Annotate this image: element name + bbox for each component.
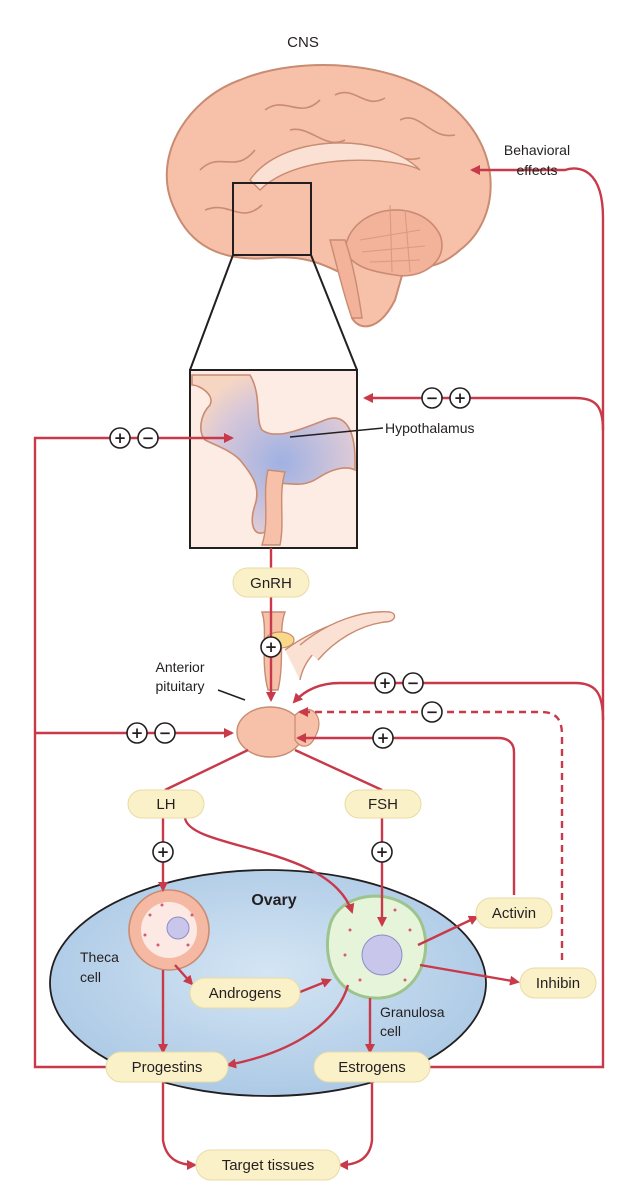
minus-sign: − <box>159 724 172 742</box>
theca-cell-label-2: cell <box>80 969 101 985</box>
plus-sign: + <box>265 638 278 656</box>
ovary-label: Ovary <box>251 892 296 909</box>
target-tissues-label: Target tissues <box>222 1157 315 1174</box>
fsh-pill: FSH <box>344 789 422 819</box>
androgens-pill: Androgens <box>189 977 301 1009</box>
anterior-pituitary-label-2: pituitary <box>155 678 204 694</box>
fsh-label: FSH <box>368 796 398 813</box>
estrogens-pill: Estrogens <box>313 1051 431 1083</box>
activin-pill: Activin <box>475 897 553 929</box>
gnrh-label: GnRH <box>250 575 292 592</box>
granulosa-cell <box>325 894 428 1000</box>
behavioral-effects-label-1: Behavioral <box>504 142 570 158</box>
plus-sign: + <box>379 674 392 692</box>
estrogens-label: Estrogens <box>338 1059 406 1076</box>
sign-pit-right-top: + − <box>374 672 424 694</box>
minus-sign: − <box>142 429 155 447</box>
anterior-pituitary <box>236 611 396 758</box>
inhibin-label: Inhibin <box>536 975 580 992</box>
zoom-box <box>232 182 312 256</box>
activin-label: Activin <box>492 905 536 922</box>
theca-cell-label-1: Theca <box>80 949 119 965</box>
cns-label: CNS <box>287 34 319 51</box>
sign-fsh: + <box>371 841 393 863</box>
pituitary-pointer <box>217 689 246 701</box>
brain <box>165 64 492 328</box>
minus-sign: − <box>426 389 439 407</box>
minus-sign: − <box>426 703 439 721</box>
sign-lh: + <box>152 841 174 863</box>
sign-gnrh: + <box>260 636 282 658</box>
progestins-label: Progestins <box>132 1059 203 1076</box>
target-tissues-pill: Target tissues <box>195 1149 341 1181</box>
hypothalamus-pointer <box>289 427 384 438</box>
anterior-pituitary-label-1: Anterior <box>155 659 204 675</box>
lh-label: LH <box>156 796 175 813</box>
inhibin-pill: Inhibin <box>519 967 597 999</box>
sign-hypo-right: − + <box>421 387 471 409</box>
theca-cell <box>128 889 210 971</box>
sign-pit-left: + − <box>126 722 176 744</box>
sign-inhibin: − <box>421 701 443 723</box>
plus-sign: + <box>377 729 390 747</box>
plus-sign: + <box>157 843 170 861</box>
minus-sign: − <box>407 674 420 692</box>
androgens-label: Androgens <box>209 985 282 1002</box>
sign-activin: + <box>372 727 394 749</box>
sign-hypo-left: + − <box>109 427 159 449</box>
plus-sign: + <box>454 389 467 407</box>
behavioral-effects-label-2: effects <box>517 162 558 178</box>
plus-sign: + <box>114 429 127 447</box>
granulosa-cell-label-2: cell <box>380 1023 401 1039</box>
zoom-lines <box>189 254 358 371</box>
hypothalamus-label: Hypothalamus <box>385 420 475 436</box>
lh-pill: LH <box>127 789 205 819</box>
granulosa-cell-label-1: Granulosa <box>380 1004 445 1020</box>
plus-sign: + <box>376 843 389 861</box>
gnrh-pill: GnRH <box>232 567 310 598</box>
progestins-pill: Progestins <box>105 1051 229 1083</box>
hypothalamus-inset <box>189 369 358 549</box>
plus-sign: + <box>131 724 144 742</box>
